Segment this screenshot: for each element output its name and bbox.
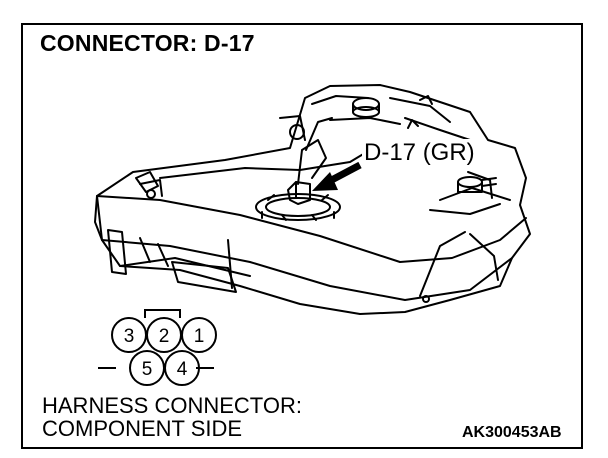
figure-code: AK300453AB	[462, 424, 562, 441]
pin-3-label: 3	[124, 326, 135, 347]
pin-4-label: 4	[177, 359, 188, 380]
harness-caption-line2: COMPONENT SIDE	[42, 416, 243, 441]
connector-lock-tab	[144, 309, 181, 318]
diagram-title: CONNECTOR: D-17	[40, 30, 255, 56]
diagram-frame	[21, 23, 583, 449]
callout-arrow	[312, 161, 362, 191]
pin-1-label: 1	[194, 326, 205, 347]
harness-caption-line1: HARNESS CONNECTOR:	[42, 393, 302, 418]
pin-2-label: 2	[159, 326, 170, 347]
connector-callout-label: D-17 (GR)	[362, 139, 477, 167]
pin-4	[164, 350, 200, 386]
pin-1	[181, 317, 217, 353]
pin-5-label: 5	[142, 359, 153, 380]
